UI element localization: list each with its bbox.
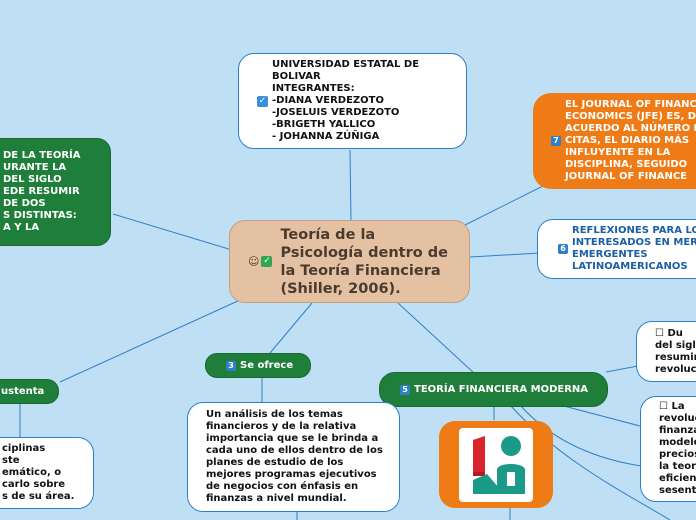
check-icon: ✓	[261, 256, 273, 267]
reflexiones-node[interactable]: 6 REFLEXIONES PARA LO INTERESADOS EN MER…	[537, 219, 696, 279]
image-node[interactable]	[439, 421, 553, 508]
link-right-1	[605, 365, 639, 373]
journal-node[interactable]: 7 EL JOURNAL OF FINANC ECONOMICS (JFE) E…	[533, 93, 696, 189]
se-ofrece-node[interactable]: 3 Se ofrece	[205, 353, 311, 378]
central-title: Teoría de la Psicología dentro de la Teo…	[280, 226, 448, 297]
link-left-green	[112, 213, 233, 251]
teoria-financiera-label: TEORÍA FINANCIERA MODERNA	[414, 383, 589, 395]
right-detail-node-2[interactable]: ☐ La revoluc finanza modelo precios la t…	[640, 396, 696, 502]
left-summary-node[interactable]: DE LA TEORÍA URANTE LA DEL SIGLO EDE RES…	[0, 138, 111, 246]
link-right-2	[559, 404, 641, 427]
central-topic[interactable]: ☺ ✓ Teoría de la Psicología dentro de la…	[229, 220, 470, 303]
right-detail-node-1[interactable]: ☐ Du del sigl resumir revoluc	[636, 321, 696, 382]
number-6-icon: 6	[558, 244, 568, 254]
smiley-icon: ☺	[248, 255, 260, 268]
link-teoria	[397, 302, 476, 375]
link-se-ofrece	[269, 302, 313, 354]
university-node-text: UNIVERSIDAD ESTATAL DE BOLIVAR INTEGRANT…	[272, 59, 420, 142]
university-node[interactable]: ✓ UNIVERSIDAD ESTATAL DE BOLIVAR INTEGRA…	[238, 53, 467, 149]
number-5-icon: 5	[400, 384, 410, 395]
sustenta-detail-node[interactable]: ciplinas ste emático, o carlo sobre s de…	[0, 437, 94, 509]
sustenta-label: ustenta	[1, 385, 45, 397]
se-ofrece-label: Se ofrece	[240, 359, 294, 371]
number-7-icon: 7	[551, 136, 561, 146]
link-sustenta	[59, 299, 241, 383]
check-icon: ✓	[257, 95, 268, 107]
sustenta-node[interactable]: ustenta	[0, 379, 59, 404]
sustenta-detail-text: ciplinas ste emático, o carlo sobre s de…	[2, 443, 75, 502]
journal-node-text: EL JOURNAL OF FINANC ECONOMICS (JFE) ES,…	[565, 99, 696, 182]
right-detail-text-1: ☐ Du del sigl resumir revoluc	[655, 327, 696, 375]
finance-people-icon	[459, 427, 533, 502]
number-3-icon: 3	[226, 360, 236, 371]
se-ofrece-detail-text: Un análisis de los temas financieros y d…	[206, 409, 383, 504]
link-reflexiones	[469, 252, 541, 258]
right-detail-text-2: ☐ La revoluc finanza modelo precios la t…	[659, 401, 696, 496]
link-orange	[464, 184, 546, 226]
teoria-financiera-node[interactable]: 5 TEORÍA FINANCIERA MODERNA	[379, 372, 608, 407]
reflexiones-text: REFLEXIONES PARA LO INTERESADOS EN MER E…	[572, 225, 696, 272]
se-ofrece-detail-node[interactable]: Un análisis de los temas financieros y d…	[187, 402, 400, 512]
link-top	[349, 149, 352, 223]
left-summary-text: DE LA TEORÍA URANTE LA DEL SIGLO EDE RES…	[3, 150, 81, 233]
